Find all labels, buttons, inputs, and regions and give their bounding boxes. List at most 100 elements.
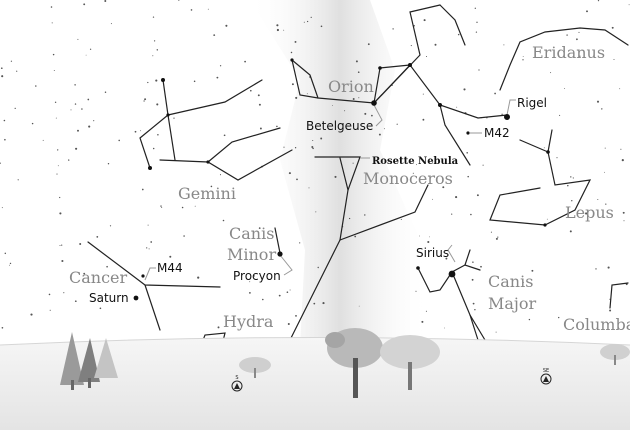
label-cancer: Cancer xyxy=(69,268,128,287)
label-betelgeuse: Betelgeuse xyxy=(306,119,373,133)
background-star xyxy=(155,79,158,82)
background-star xyxy=(503,44,505,46)
background-star xyxy=(30,313,33,316)
background-star xyxy=(495,331,497,333)
background-star xyxy=(289,289,291,291)
background-star xyxy=(1,207,3,209)
gemini-lines-2 xyxy=(167,79,263,116)
background-star xyxy=(422,118,425,121)
background-star xyxy=(81,108,83,110)
svg-text:SE: SE xyxy=(543,368,549,374)
background-star xyxy=(476,194,479,197)
background-star xyxy=(173,117,175,119)
background-star xyxy=(294,147,297,149)
background-star xyxy=(59,212,62,215)
background-star xyxy=(457,33,460,36)
background-star xyxy=(371,114,373,117)
background-star xyxy=(456,106,458,108)
background-star xyxy=(364,214,366,216)
columba-lines xyxy=(609,282,629,309)
named-stars xyxy=(133,58,550,347)
background-star xyxy=(432,198,434,200)
background-star xyxy=(1,326,4,329)
background-star xyxy=(621,159,624,162)
canis-minor-lines xyxy=(274,227,281,254)
horizon-line xyxy=(0,337,630,346)
background-star xyxy=(455,196,458,199)
background-star xyxy=(249,89,252,92)
saturn-marker xyxy=(133,295,139,301)
background-star xyxy=(312,147,314,150)
background-star xyxy=(383,128,385,130)
background-star xyxy=(161,207,163,208)
background-star xyxy=(104,0,107,2)
background-star xyxy=(96,236,99,238)
background-star xyxy=(434,43,437,46)
background-star xyxy=(153,40,156,42)
background-star xyxy=(210,185,213,188)
background-star xyxy=(217,326,220,329)
milky-way-band xyxy=(250,0,430,345)
orion-belt xyxy=(439,104,471,166)
background-star xyxy=(628,4,630,6)
background-star xyxy=(248,291,251,294)
background-star xyxy=(358,305,360,307)
tree-small-center-left xyxy=(239,357,271,378)
background-star xyxy=(597,0,600,2)
background-star xyxy=(296,178,298,181)
background-star xyxy=(358,97,360,99)
label-gemini: Gemini xyxy=(178,184,236,203)
background-star xyxy=(83,3,86,6)
background-star xyxy=(3,119,6,122)
background-star xyxy=(474,308,476,311)
betelgeuse-star xyxy=(371,100,377,106)
background-star xyxy=(276,28,279,32)
background-star xyxy=(283,29,285,31)
background-star xyxy=(597,199,599,200)
background-star xyxy=(613,59,615,60)
background-star xyxy=(53,70,55,71)
background-star xyxy=(415,164,417,166)
background-star xyxy=(99,307,102,310)
background-star xyxy=(306,93,308,95)
background-star xyxy=(253,275,255,277)
background-star xyxy=(313,302,316,305)
background-star xyxy=(181,206,184,209)
background-star xyxy=(55,117,57,119)
background-star xyxy=(425,310,427,312)
background-star xyxy=(572,177,574,179)
label-lepus: Lepus xyxy=(565,203,614,222)
background-star xyxy=(303,21,305,23)
background-star xyxy=(451,213,453,215)
background-star xyxy=(10,60,13,62)
background-star xyxy=(1,75,4,78)
background-star xyxy=(442,186,445,189)
background-star xyxy=(392,28,394,30)
background-star xyxy=(558,316,560,319)
background-star xyxy=(207,8,209,10)
background-star xyxy=(567,184,569,187)
background-star xyxy=(466,152,468,154)
label-rigel: Rigel xyxy=(517,96,547,110)
background-star xyxy=(355,60,358,63)
background-star xyxy=(571,200,573,202)
background-star xyxy=(619,88,621,90)
background-star xyxy=(475,31,478,33)
background-star xyxy=(595,268,597,270)
background-star xyxy=(291,83,294,86)
background-star xyxy=(586,10,588,13)
background-star xyxy=(150,241,153,243)
monoceros-lines-2 xyxy=(339,157,349,191)
tree-cluster-left xyxy=(60,332,118,390)
sirius-star xyxy=(448,270,456,278)
background-star xyxy=(79,243,82,245)
background-star xyxy=(89,48,92,50)
gemini-lines xyxy=(139,79,169,169)
background-star xyxy=(9,264,11,266)
label-canis-minor-2: Minor xyxy=(227,245,276,264)
background-star xyxy=(378,133,381,136)
background-star xyxy=(61,244,63,246)
background-star xyxy=(51,22,53,24)
